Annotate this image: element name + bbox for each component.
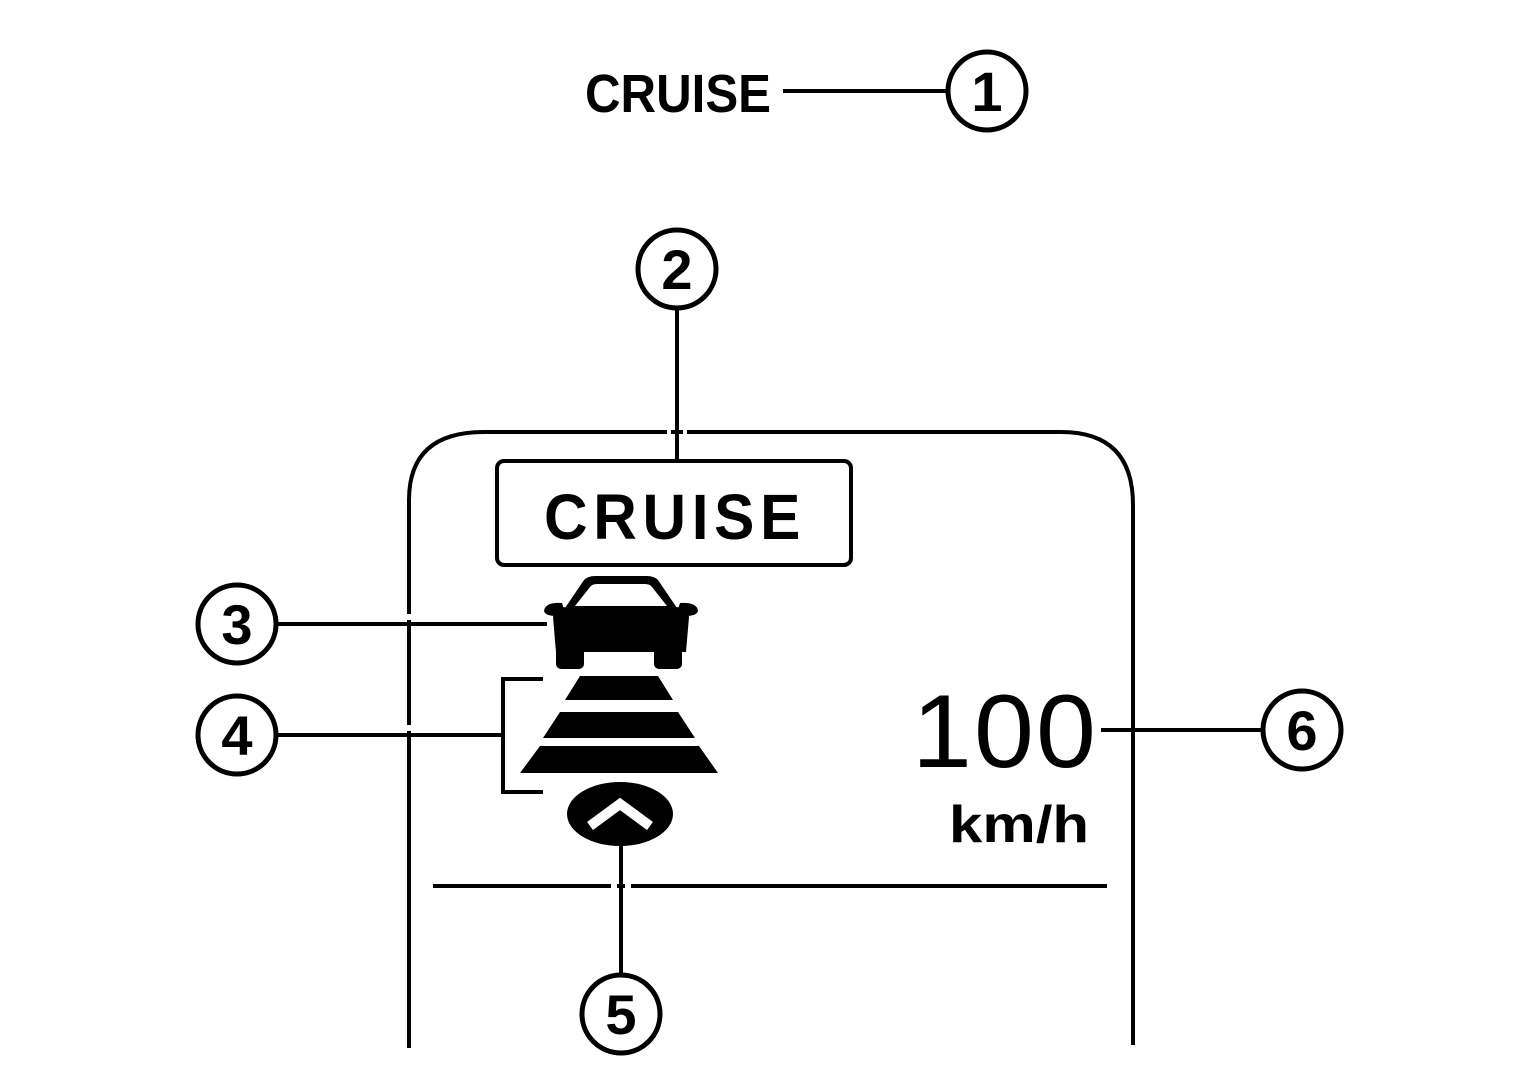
callout-4: 4: [195, 693, 279, 777]
cruise-display-label: CRUISE: [544, 481, 806, 553]
cruise-display-box: [495, 459, 853, 567]
leader-line-4-gap: [403, 725, 415, 731]
callout-2-number: 2: [661, 238, 692, 301]
callout-5: 5: [579, 972, 663, 1056]
callout-2: 2: [635, 227, 719, 311]
callout-4-number: 4: [221, 704, 252, 767]
cruise-indicator-lamp: CRUISE: [585, 64, 771, 124]
distance-bar-near: [520, 746, 718, 773]
leader-line-2-gap: [667, 425, 671, 439]
callout-5-number: 5: [605, 983, 636, 1046]
car-front-icon: [544, 576, 698, 669]
chevron-up-icon: [587, 797, 653, 831]
leader-line-2-gap-right: [683, 425, 687, 439]
leader-line-6-gap: [1123, 722, 1127, 727]
distance-bar-middle: [543, 712, 695, 738]
callout-3: 3: [195, 582, 279, 666]
leader-line-3-gap: [403, 614, 415, 620]
set-speed-readout: 100 km/h: [912, 674, 1098, 854]
callout-1: 1: [945, 49, 1029, 133]
set-speed-value: 100: [912, 674, 1098, 790]
distance-bar-far: [565, 676, 673, 700]
distance-bars-bracket: [501, 677, 543, 794]
set-speed-unit: km/h: [949, 796, 1089, 854]
display-panel-frame: [407, 430, 1135, 1048]
display-baseline-gap-right: [625, 880, 631, 892]
cruise-display-indicator: CRUISE: [495, 459, 853, 567]
leader-line-6-gap-right: [1139, 722, 1143, 727]
callout-3-number: 3: [221, 593, 252, 656]
distance-bars-icon: [520, 676, 718, 773]
callout-6: 6: [1260, 688, 1344, 772]
own-vehicle-oval: [567, 782, 673, 846]
display-baseline-gap: [611, 880, 617, 892]
callout-6-number: 6: [1286, 699, 1317, 762]
cruise-indicator-label: CRUISE: [585, 64, 771, 124]
callout-1-number: 1: [971, 60, 1002, 123]
own-vehicle-marker: [567, 782, 673, 846]
